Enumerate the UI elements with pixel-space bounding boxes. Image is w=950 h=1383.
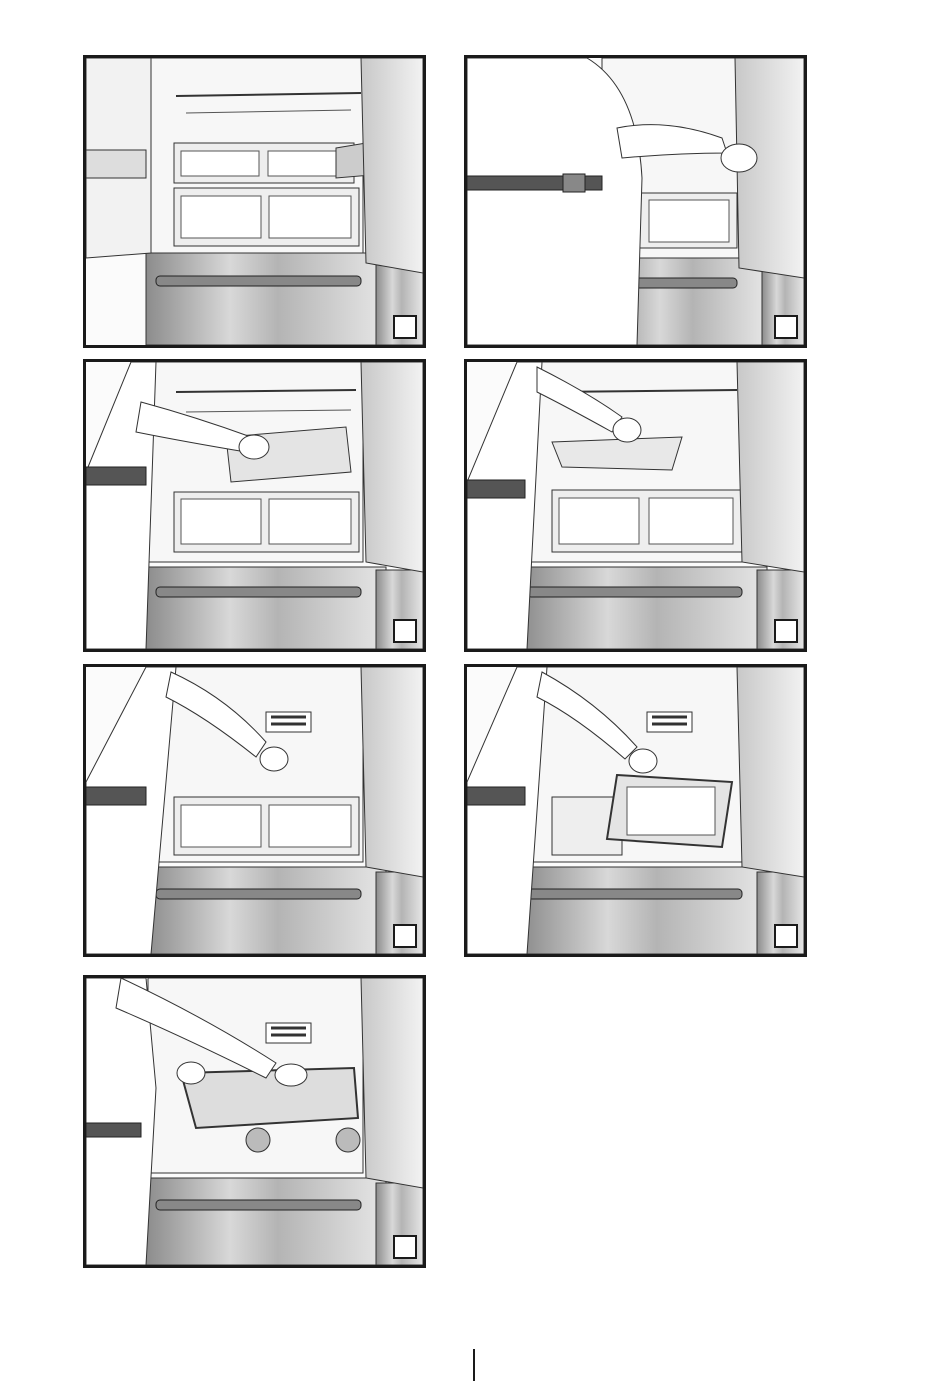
- fridge-open-illustration: [86, 58, 423, 345]
- step-label-box: [774, 619, 798, 643]
- person-removing-cover-illustration: [467, 667, 804, 954]
- step-1-illustration: [83, 55, 426, 348]
- step-4-illustration: [464, 359, 807, 652]
- step-label-box: [393, 619, 417, 643]
- step-label-box: [393, 315, 417, 339]
- step-label-box: [393, 1235, 417, 1259]
- person-removing-shelf-illustration: [467, 362, 804, 649]
- person-removing-tray-illustration: [86, 978, 423, 1265]
- person-removing-drawer-illustration: [86, 362, 423, 649]
- step-label-box: [774, 315, 798, 339]
- step-5-illustration: [83, 664, 426, 957]
- step-3-illustration: [83, 359, 426, 652]
- step-7-illustration: [83, 975, 426, 1268]
- step-label-box: [393, 924, 417, 948]
- step-6-illustration: [464, 664, 807, 957]
- person-removing-bin-illustration: [467, 58, 804, 345]
- step-2-illustration: [464, 55, 807, 348]
- step-label-box: [774, 924, 798, 948]
- page-number-marker: [473, 1349, 475, 1381]
- person-reaching-illustration: [86, 667, 423, 954]
